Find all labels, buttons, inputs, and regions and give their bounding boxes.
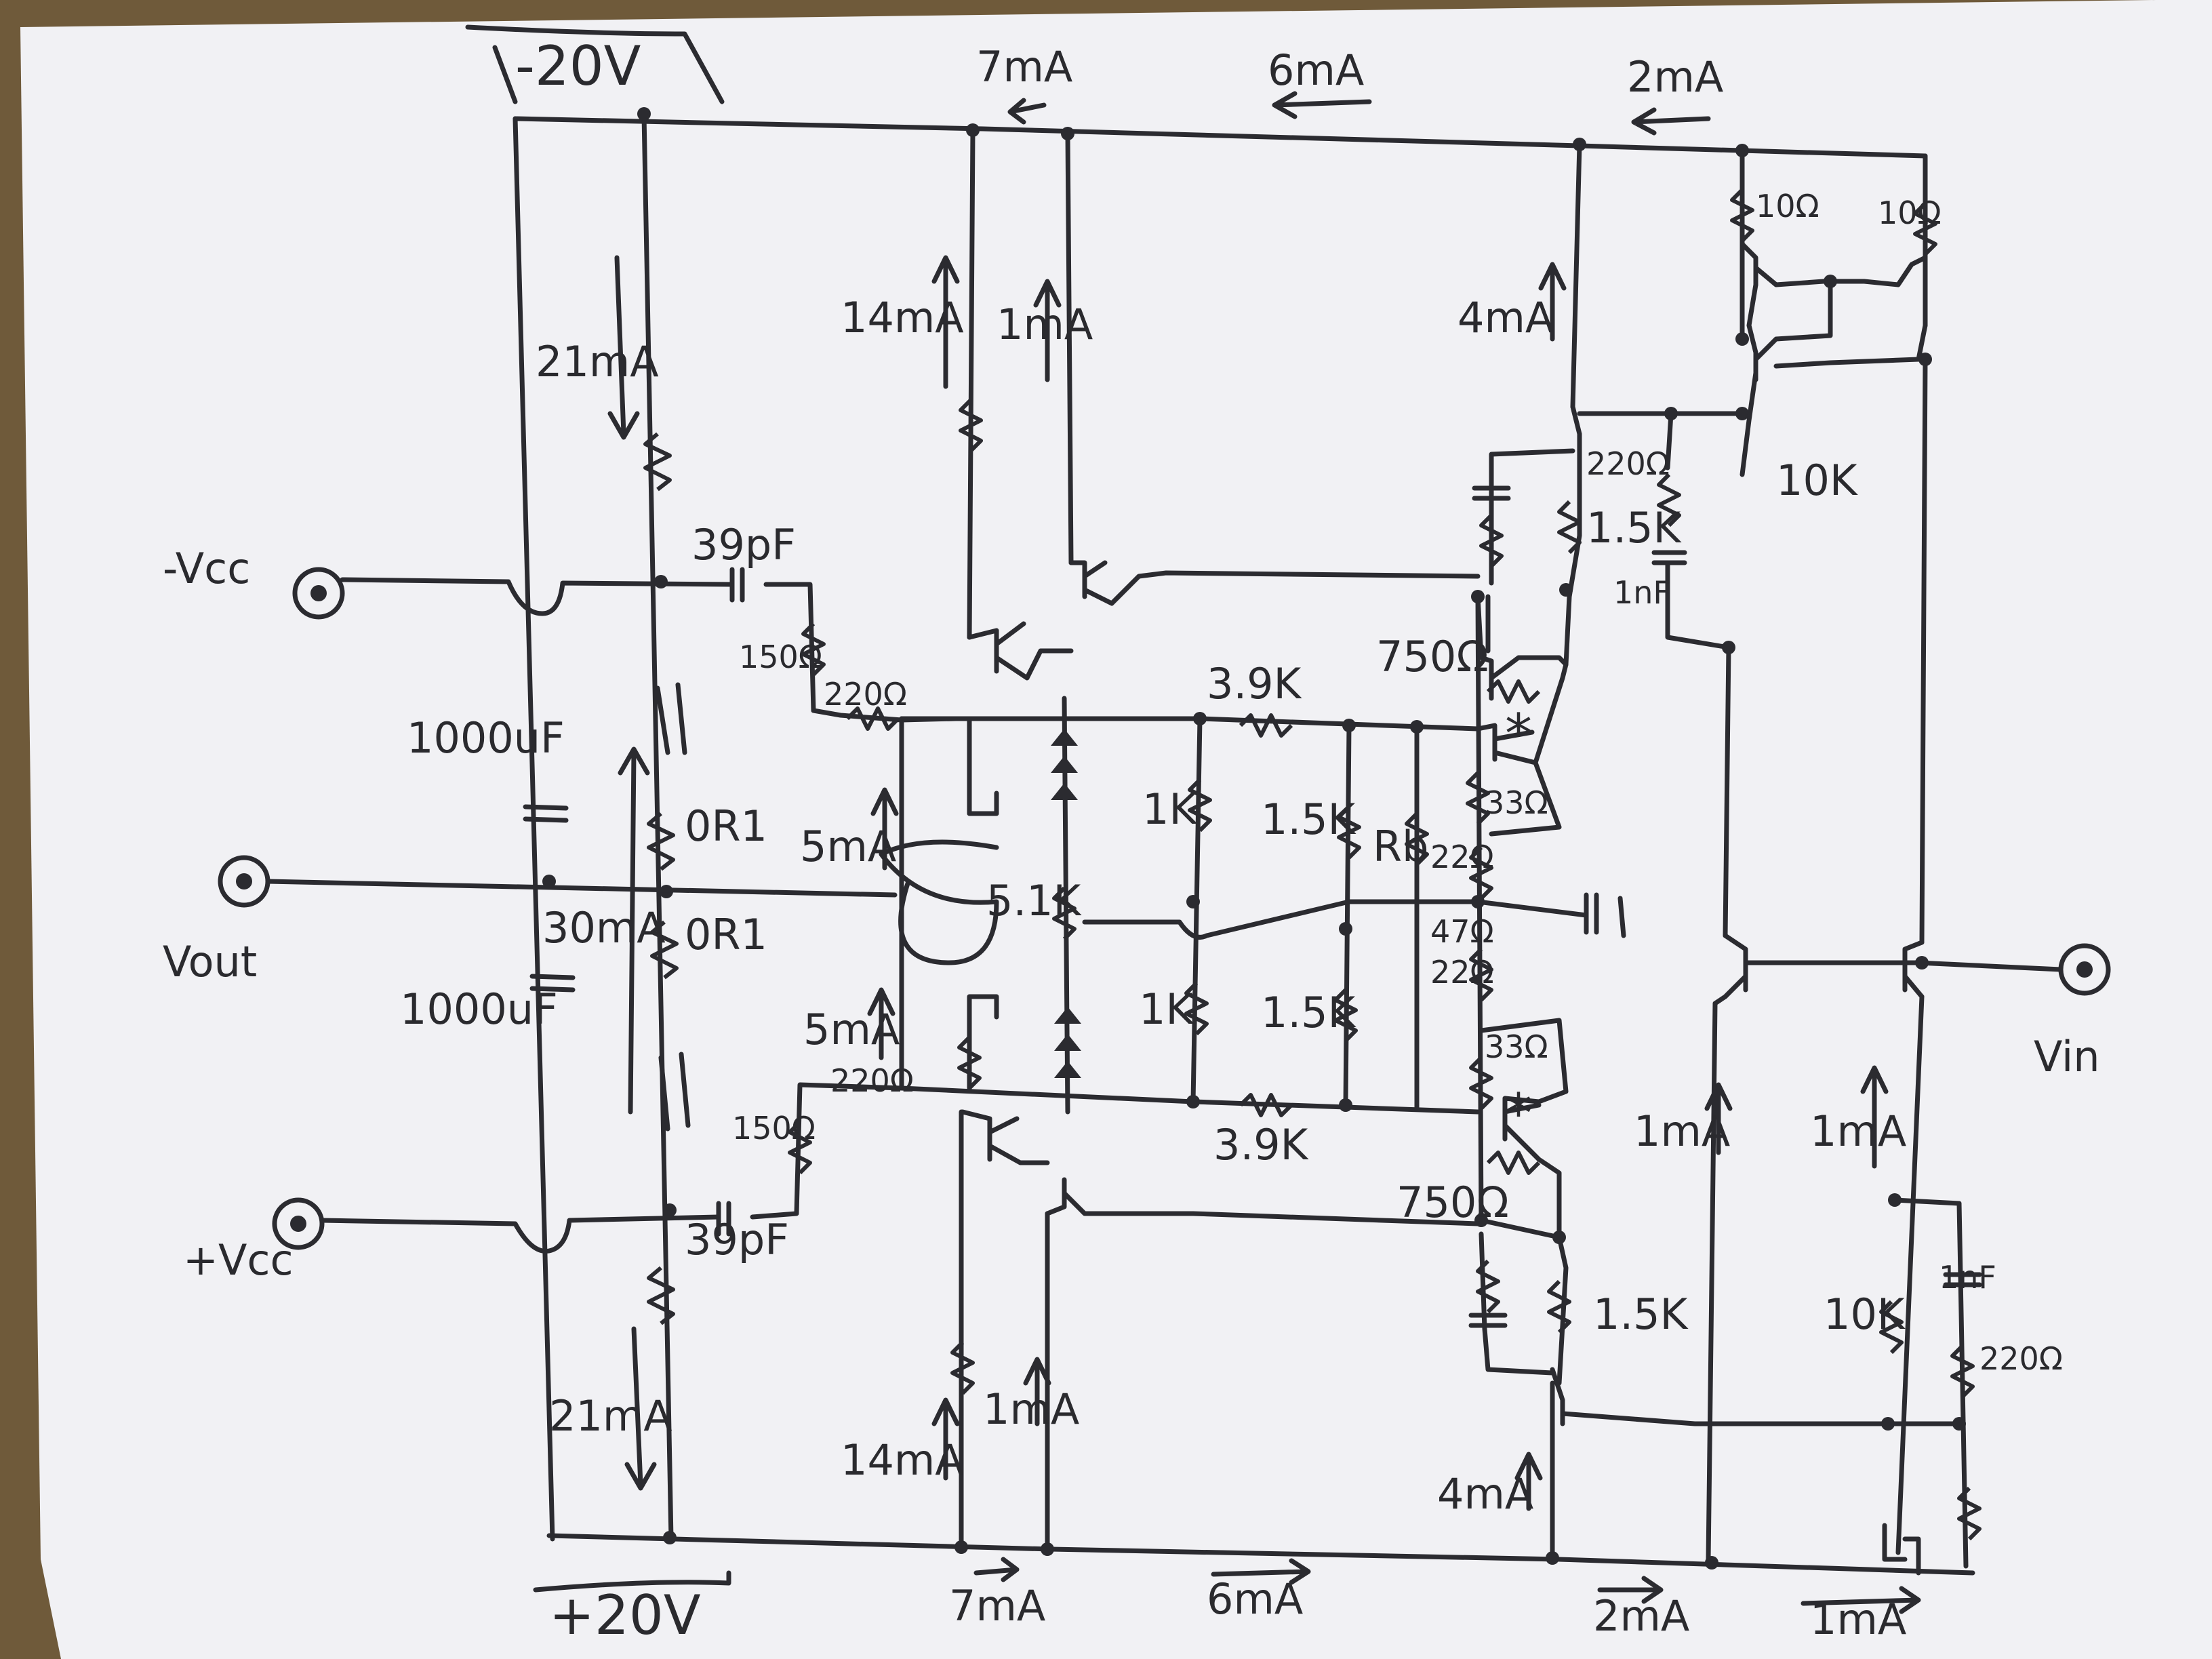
- bottom-rail-bracket: [533, 1570, 731, 1593]
- top-rail-bracket: [465, 24, 725, 104]
- r-0r1-bot-label: 0R1: [685, 910, 767, 959]
- current-label-drv-1ma-bot: 1mA: [983, 1384, 1079, 1434]
- r-1k5-top-label: 1.5K: [1261, 795, 1356, 844]
- r-1k-top-label: 1K: [1142, 784, 1197, 834]
- r-1k5-vas-bot-label: 1.5K: [1593, 1290, 1689, 1339]
- r-220-vas-label: 220Ω: [1586, 445, 1670, 482]
- current-label-drv-14ma-bot: 14mA: [841, 1435, 964, 1485]
- r-10k-bot-label: 10K: [1824, 1290, 1906, 1339]
- pos-vcc-label: +Vcc: [183, 1235, 294, 1285]
- current-label-rail-21ma-top: 21mA: [536, 337, 659, 386]
- r-750-bot-label: 750Ω: [1396, 1178, 1509, 1227]
- neg-vcc-label: -Vcc: [163, 544, 250, 593]
- current-label-top-6ma: 6mA: [1268, 45, 1364, 95]
- bottom-rail-label: +20V: [549, 1584, 701, 1647]
- cap-1000-bot-label: 1000uF: [400, 984, 558, 1034]
- cap-39pf-bot-label: 39pF: [685, 1215, 789, 1264]
- current-label-ltp-1ma-left: 1mA: [1634, 1106, 1730, 1156]
- bias-diodes: [1051, 696, 1081, 1115]
- r-3k9-bot-label: 3.9K: [1213, 1120, 1309, 1170]
- neg-vcc-terminal[interactable]: [292, 567, 345, 620]
- output-stage: [643, 432, 691, 1325]
- current-label-vas-4ma-top: 4mA: [1457, 293, 1554, 342]
- star-top-label: *: [1505, 702, 1532, 765]
- r-1k-bot-label: 1K: [1139, 984, 1194, 1034]
- cap-1nf-top-label: 1nF: [1613, 574, 1671, 611]
- r-5k1-label: 5.1K: [986, 876, 1082, 925]
- vas-stage: [1466, 142, 1962, 1561]
- pos-vcc-terminal[interactable]: [272, 1197, 325, 1250]
- current-label-mid-5ma-top: 5mA: [800, 822, 896, 871]
- r-33-bot-label: 33Ω: [1485, 1028, 1548, 1065]
- top-rail-label: -20V: [515, 35, 641, 98]
- r-33-top-label: 33Ω: [1485, 784, 1548, 821]
- current-label-out-30ma: 30mA: [542, 903, 666, 953]
- current-label-bot-2ma: 2mA: [1593, 1591, 1689, 1641]
- r-10k-top-label: 10K: [1776, 456, 1858, 505]
- vin-terminal[interactable]: [2058, 943, 2111, 996]
- input-stage: [1706, 148, 2064, 1576]
- current-label-top-2ma: 2mA: [1627, 52, 1723, 102]
- current-label-mid-5ma-bot: 5mA: [803, 1005, 900, 1054]
- r-10-right-label: 10Ω: [1878, 195, 1942, 231]
- r-3k9-top-label: 3.9K: [1207, 659, 1302, 708]
- r-22-bot-label: 22Ω: [1430, 954, 1494, 991]
- r-rb-label: Rb: [1373, 822, 1428, 871]
- r-10-left-label: 10Ω: [1756, 188, 1819, 224]
- cap-39pf-top-label: 39pF: [691, 520, 796, 569]
- cap-1000-top-label: 1000uF: [407, 713, 565, 763]
- r-1k5-vas-top-label: 1.5K: [1586, 503, 1682, 553]
- vin-label: Vin: [2034, 1032, 2100, 1081]
- current-label-rail-21ma-bot: 21mA: [549, 1391, 672, 1441]
- r-1k5-bot-label: 1.5K: [1261, 988, 1356, 1037]
- r-22-top-label: 22Ω: [1430, 839, 1494, 875]
- current-label-top-7ma: 7mA: [976, 42, 1072, 92]
- r-220-top-label: 220Ω: [824, 676, 907, 713]
- current-label-bot-6ma: 6mA: [1207, 1574, 1303, 1624]
- r-0r1-top-label: 0R1: [685, 801, 767, 851]
- current-label-drv-14ma-top: 14mA: [841, 293, 964, 342]
- current-label-bot-7ma: 7mA: [949, 1581, 1045, 1631]
- r-750-top-label: 750Ω: [1376, 632, 1489, 681]
- driver-stage: [950, 127, 1481, 1552]
- cap-1nf-bot-label: 1nF: [1939, 1259, 1996, 1296]
- r-220-fb-label: 220Ω: [1979, 1340, 2063, 1377]
- vout-label: Vout: [163, 937, 257, 986]
- star-bot-label: *: [1505, 1082, 1532, 1145]
- current-label-drv-1ma-top: 1mA: [997, 300, 1093, 349]
- current-label-ltp-1ma-right: 1mA: [1810, 1106, 1906, 1156]
- paper: [20, 0, 2212, 1659]
- r-47-label: 47Ω: [1430, 913, 1494, 950]
